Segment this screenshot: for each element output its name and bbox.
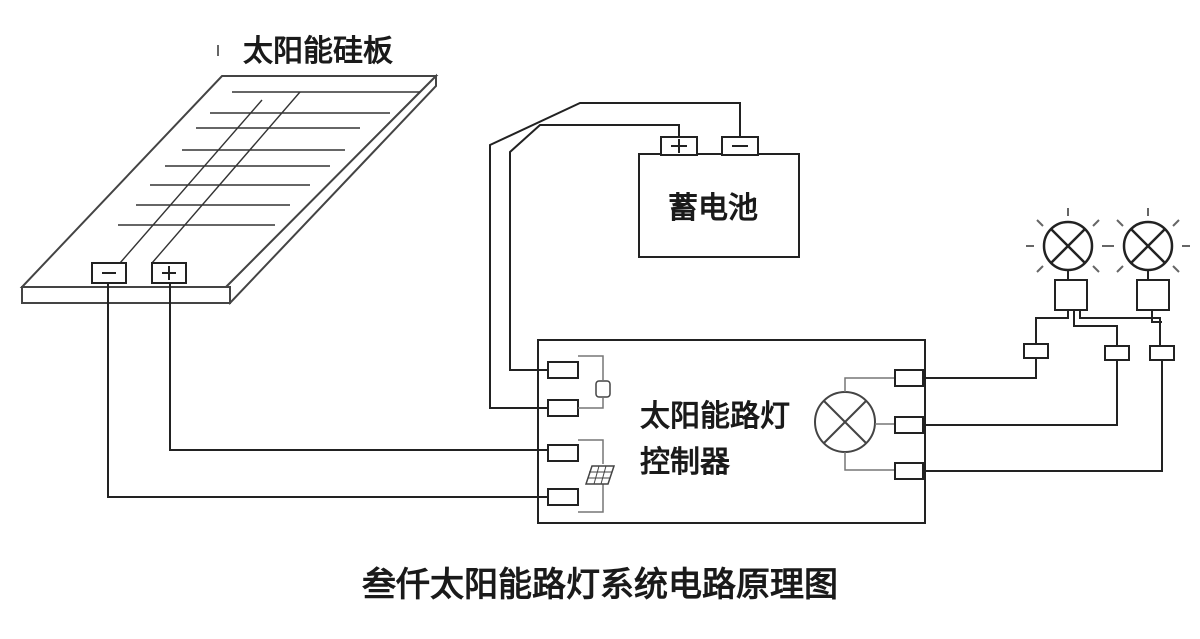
lamp-connector-3 bbox=[1149, 345, 1175, 361]
wire-load-3 bbox=[923, 360, 1163, 472]
wire-load-2 bbox=[923, 360, 1118, 426]
controller-battery-terminal-2 bbox=[547, 399, 579, 417]
battery-body bbox=[638, 153, 800, 258]
wire-load-1 bbox=[923, 358, 1037, 379]
wire-panel-negative bbox=[107, 283, 548, 498]
diagram-caption: 叁仟太阳能路灯系统电路原理图 bbox=[362, 565, 838, 605]
controller-load-terminal-2 bbox=[894, 416, 924, 434]
lamp-base bbox=[1054, 279, 1088, 311]
light-rays-icon bbox=[1106, 208, 1190, 273]
solar-panel-label: 太阳能硅板 bbox=[243, 34, 393, 69]
wire-panel-positive bbox=[169, 283, 548, 451]
panel-front-edge bbox=[21, 286, 231, 304]
controller-load-terminal-3 bbox=[894, 462, 924, 480]
controller bbox=[537, 339, 926, 524]
solar-panel bbox=[19, 45, 439, 306]
lamp-connector-2 bbox=[1104, 345, 1130, 361]
controller-panel-terminal-1 bbox=[547, 444, 579, 462]
battery-symbol-icon bbox=[595, 380, 611, 398]
solar-cell-icon bbox=[584, 465, 616, 485]
controller-load-terminal-1 bbox=[894, 369, 924, 387]
controller-label: 太阳能路灯控制器 bbox=[640, 399, 790, 480]
controller-panel-terminal-2 bbox=[547, 488, 579, 506]
light-rays-icon bbox=[1026, 208, 1110, 273]
lamp-left bbox=[1026, 208, 1110, 311]
lamp-right bbox=[1106, 208, 1190, 311]
wire-battery-positive bbox=[509, 124, 680, 371]
battery-label: 蓄电池 bbox=[668, 191, 758, 226]
lamp-connector-1 bbox=[1023, 343, 1049, 359]
wire-battery-negative bbox=[489, 102, 741, 409]
lamp-base bbox=[1136, 279, 1170, 311]
controller-battery-terminal-1 bbox=[547, 361, 579, 379]
